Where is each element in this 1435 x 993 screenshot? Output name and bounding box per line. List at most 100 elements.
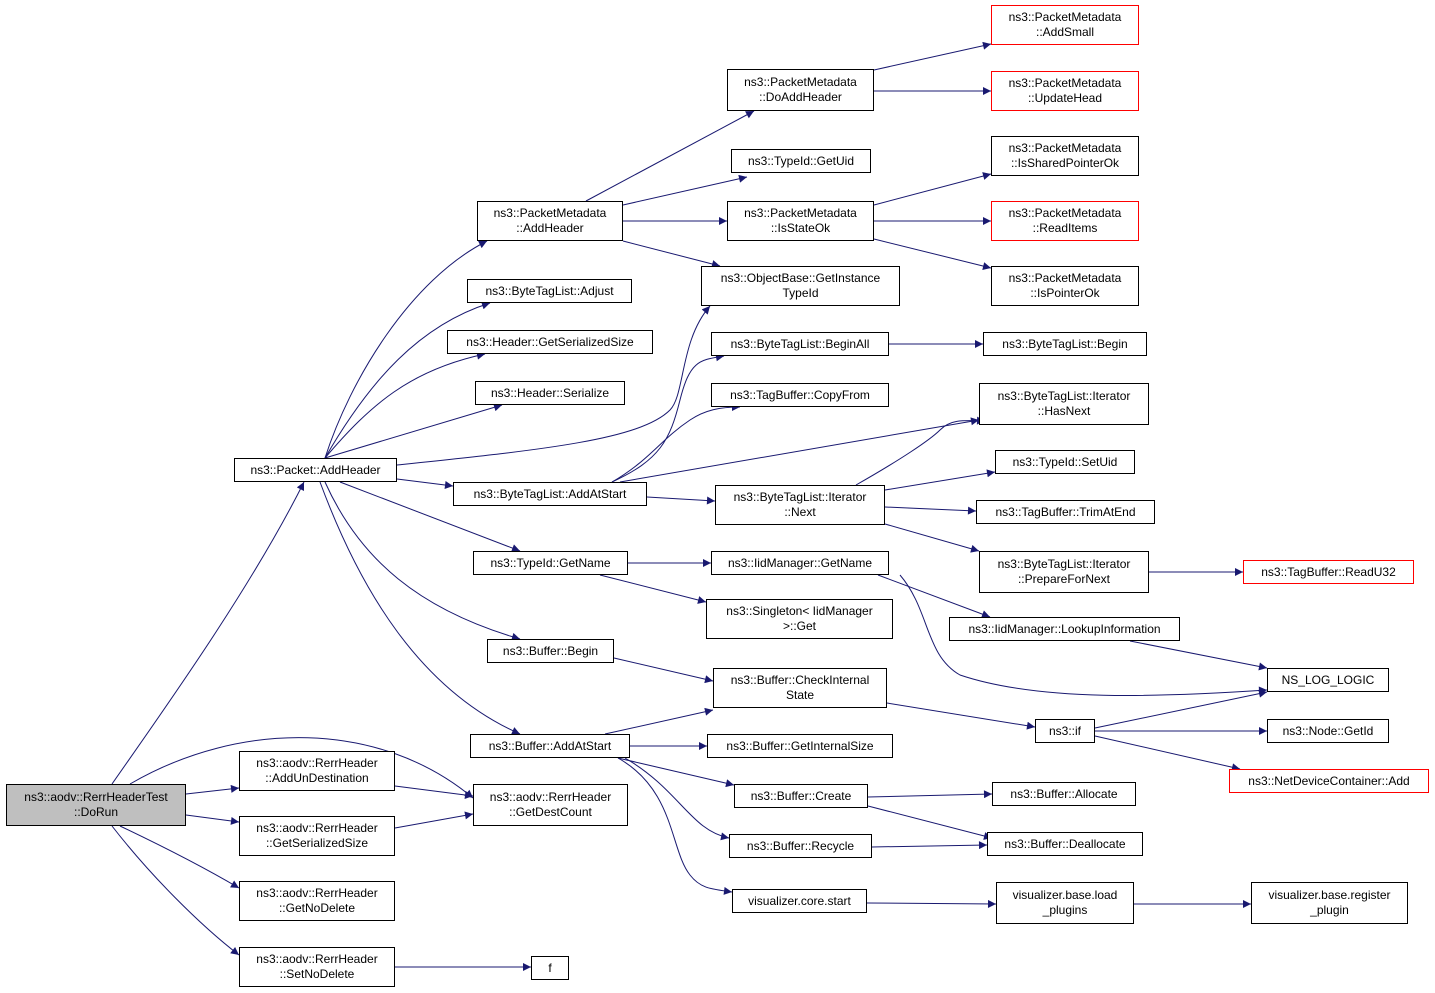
node-label-line: ns3::Packet::AddHeader: [250, 462, 381, 477]
node-tag-buf-copy-from[interactable]: ns3::TagBuffer::CopyFrom: [711, 383, 889, 407]
node-label-line: ::IsSharedPointerOk: [1010, 156, 1120, 170]
node-label-line: ns3::ByteTagList::AddAtStart: [473, 486, 627, 501]
node-label-line: ns3::ByteTagList::Iterator: [997, 389, 1131, 403]
edge-create-to-allocate: [867, 790, 993, 799]
node-label-line: ns3::TagBuffer::ReadU32: [1261, 564, 1396, 579]
node-f[interactable]: f: [531, 956, 569, 980]
node-add-un-dest[interactable]: ns3::aodv::RerrHeader::AddUnDestination: [239, 751, 395, 791]
edge-vizstart-to-loadplugins: [866, 899, 997, 908]
node-label-line: ns3::NetDeviceContainer::Add: [1248, 773, 1410, 788]
node-buf-allocate[interactable]: ns3::Buffer::Allocate: [992, 782, 1136, 806]
edge-buffer-begin-to-checkinternal: [613, 657, 714, 684]
node-buf-create[interactable]: ns3::Buffer::Create: [734, 784, 868, 808]
edge-addundest-to-getdestcount: [394, 785, 474, 799]
node-ns-log-logic[interactable]: NS_LOG_LOGIC: [1267, 668, 1389, 692]
node-get-ser-size-rerr[interactable]: ns3::aodv::RerrHeader::GetSerializedSize: [239, 816, 395, 856]
node-iid-get-name[interactable]: ns3::IidManager::GetName: [711, 551, 889, 575]
node-get-dest-count[interactable]: ns3::aodv::RerrHeader::GetDestCount: [473, 784, 628, 826]
node-btl-iter-next[interactable]: ns3::ByteTagList::Iterator::Next: [715, 485, 885, 525]
node-iid-lookup-info[interactable]: ns3::IidManager::LookupInformation: [949, 617, 1180, 641]
node-btl-begin[interactable]: ns3::ByteTagList::Begin: [983, 332, 1147, 356]
edge-root-to-packet-addheader: [111, 481, 305, 785]
edge-next-to-preparefornext: [884, 523, 980, 553]
edge-root-to-addundest: [185, 784, 240, 795]
node-label-line: ::SetNoDelete: [279, 967, 355, 981]
node-btl-iter-has-next[interactable]: ns3::ByteTagList::Iterator::HasNext: [979, 383, 1149, 425]
node-buf-add-at-start[interactable]: ns3::Buffer::AddAtStart: [470, 734, 630, 758]
edge-create-to-deallocate: [867, 805, 993, 840]
node-buf-recycle[interactable]: ns3::Buffer::Recycle: [729, 834, 872, 858]
node-label-line: ns3::ByteTagList::BeginAll: [730, 336, 870, 351]
node-pm-is-shared-ptr[interactable]: ns3::PacketMetadata::IsSharedPointerOk: [991, 136, 1139, 176]
edge-getname-to-singleton: [599, 574, 707, 604]
node-type-id-get-uid[interactable]: ns3::TypeId::GetUid: [731, 149, 871, 173]
node-buf-deallocate[interactable]: ns3::Buffer::Deallocate: [987, 832, 1143, 856]
node-label-line: ns3::ObjectBase::GetInstance: [720, 271, 881, 285]
node-label-line: ns3::ByteTagList::Adjust: [485, 283, 614, 298]
node-ns3if[interactable]: ns3::if: [1035, 719, 1095, 743]
node-tag-buf-read-u32[interactable]: ns3::TagBuffer::ReadU32: [1243, 560, 1414, 584]
node-get-no-delete[interactable]: ns3::aodv::RerrHeader::GetNoDelete: [239, 881, 395, 921]
node-label-line: ns3::Buffer::Begin: [502, 643, 599, 658]
node-label-line: ns3::TagBuffer::CopyFrom: [730, 387, 870, 402]
node-label-line: visualizer.base.load: [1012, 888, 1118, 902]
node-pm-add-header[interactable]: ns3::PacketMetadata::AddHeader: [477, 201, 623, 241]
node-node-get-id[interactable]: ns3::Node::GetId: [1267, 719, 1389, 743]
edge-buffer-addatstart-to-checkinternal: [604, 707, 714, 735]
edge-btl-addatstart-to-hasnext: [619, 417, 980, 483]
node-net-dev-cont-add[interactable]: ns3::NetDeviceContainer::Add: [1229, 769, 1429, 793]
edge-packet-to-buffer-addatstart: [319, 481, 521, 735]
node-packet-add-header[interactable]: ns3::Packet::AddHeader: [234, 458, 397, 482]
node-label-line: ::DoRun: [73, 805, 119, 819]
node-label-line: ns3::PacketMetadata: [1008, 271, 1122, 285]
node-label-line: ns3::Header::GetSerializedSize: [466, 334, 634, 349]
node-singleton-get[interactable]: ns3::Singleton< IidManager>::Get: [706, 599, 893, 639]
node-label-line: ::IsPointerOk: [1030, 286, 1100, 300]
node-hdr-get-ser[interactable]: ns3::Header::GetSerializedSize: [447, 330, 653, 354]
node-viz-load-plugins[interactable]: visualizer.base.load_plugins: [996, 882, 1134, 924]
node-label-line: ns3::TypeId::GetUid: [747, 153, 855, 168]
node-type-id-get-name[interactable]: ns3::TypeId::GetName: [473, 551, 628, 575]
node-root: ns3::aodv::RerrHeaderTest::DoRun: [6, 784, 186, 826]
node-label-line: ns3::Buffer::Allocate: [1010, 786, 1118, 801]
node-viz-register-plugin[interactable]: visualizer.base.register_plugin: [1251, 882, 1408, 924]
node-set-no-delete[interactable]: ns3::aodv::RerrHeader::SetNoDelete: [239, 947, 395, 987]
edge-next-to-trimatend: [884, 506, 977, 515]
node-pm-add-small[interactable]: ns3::PacketMetadata::AddSmall: [991, 5, 1139, 45]
node-pm-do-add-header[interactable]: ns3::PacketMetadata::DoAddHeader: [727, 69, 874, 111]
node-pm-read-items[interactable]: ns3::PacketMetadata::ReadItems: [991, 201, 1139, 241]
node-label-line: ns3::ByteTagList::Iterator: [997, 557, 1131, 571]
edge-isstateok-to-issharedptr: [873, 172, 992, 206]
node-label-line: ns3::ByteTagList::Begin: [1002, 336, 1128, 351]
node-hdr-serialize[interactable]: ns3::Header::Serialize: [475, 381, 625, 405]
node-pm-is-pointer-ok[interactable]: ns3::PacketMetadata::IsPointerOk: [991, 266, 1139, 306]
node-buf-begin[interactable]: ns3::Buffer::Begin: [487, 639, 614, 663]
edge-pm-addheader-to-objectbase: [622, 240, 721, 268]
node-buf-get-internal-size[interactable]: ns3::Buffer::GetInternalSize: [707, 734, 893, 758]
node-tag-buf-trim-at-end[interactable]: ns3::TagBuffer::TrimAtEnd: [976, 500, 1155, 524]
edge-if-to-nslog: [1094, 689, 1268, 729]
edge-packet-to-objectbase: [396, 305, 711, 466]
edge-next-to-hasnext: [855, 416, 986, 486]
node-btl-add-at-start[interactable]: ns3::ByteTagList::AddAtStart: [453, 482, 647, 506]
node-viz-core-start[interactable]: visualizer.core.start: [732, 889, 867, 913]
node-type-id-set-uid[interactable]: ns3::TypeId::SetUid: [995, 450, 1135, 474]
node-btl-begin-all[interactable]: ns3::ByteTagList::BeginAll: [711, 332, 889, 356]
edge-recycle-to-deallocate: [871, 841, 988, 850]
node-label-line: TypeId: [782, 286, 819, 300]
node-label-line: ::AddUnDestination: [265, 771, 369, 785]
edge-root-to-setnodelete: [111, 825, 240, 956]
node-label-line: >::Get: [782, 619, 817, 633]
node-label-line: ::GetNoDelete: [278, 901, 356, 915]
node-btl-adjust[interactable]: ns3::ByteTagList::Adjust: [467, 279, 632, 303]
edge-packet-to-buffer-begin: [324, 481, 521, 641]
node-btl-iter-prepare[interactable]: ns3::ByteTagList::Iterator::PrepareForNe…: [979, 551, 1149, 593]
edge-packet-to-pm-addheader: [324, 240, 488, 459]
node-label-line: ::DoAddHeader: [759, 90, 842, 104]
node-pm-update-head[interactable]: ns3::PacketMetadata::UpdateHead: [991, 71, 1139, 111]
node-label-line: ::AddHeader: [516, 221, 584, 235]
node-pm-is-state-ok[interactable]: ns3::PacketMetadata::IsStateOk: [727, 201, 874, 241]
